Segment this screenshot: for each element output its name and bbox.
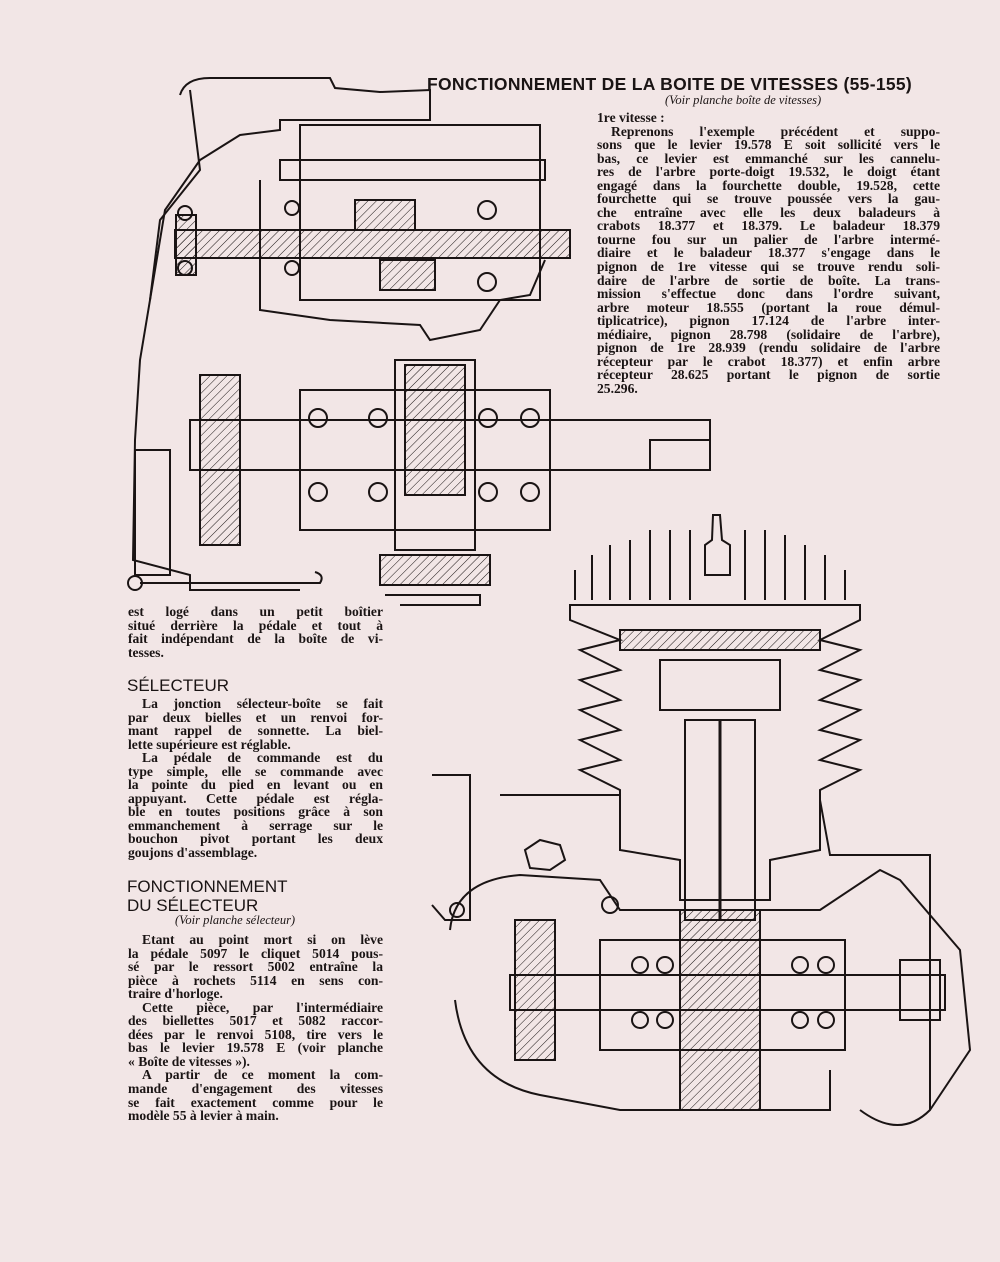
- text-line: goujons d'assemblage.: [128, 845, 258, 861]
- text-line: emmanchement à serrage sur le: [128, 817, 383, 833]
- text-line: récepteur par le crabot 18.377) et enfin…: [597, 353, 940, 369]
- heading-line: FONCTIONNEMENT: [127, 877, 288, 896]
- text-line: bas, ce levier est emmanché sur les cann…: [597, 150, 940, 166]
- text-line: sé par le ressort 5002 entraîne la: [128, 959, 383, 975]
- text-line: A partir de ce moment la com-: [142, 1067, 383, 1083]
- text-line: se fait exactement comme pour le: [128, 1094, 383, 1110]
- text-line: traire d'horloge.: [128, 986, 223, 1002]
- text-line: daire de l'arbre de sortie de boîte. La …: [597, 272, 940, 288]
- fonctionnement-section: Etant au point mort si on lève la pédale…: [128, 933, 383, 1123]
- engine-section-drawing: [431, 514, 972, 1126]
- text-line: pignon de 1re vitesse qui se trouve rend…: [597, 259, 940, 275]
- page-title: FONCTIONNEMENT DE LA BOITE DE VITESSES (…: [427, 74, 913, 94]
- text-line: modèle 55 à levier à main.: [128, 1108, 279, 1124]
- text-line: che entraîne avec elle les deux baladeur…: [597, 204, 940, 220]
- text-line: mission s'effectue donc dans l'ordre sui…: [597, 286, 940, 302]
- text-line: tourne fou sur un palier de l'arbre inte…: [597, 231, 940, 247]
- first-gear-section: 1re vitesse : Reprenons l'exemple précéd…: [597, 111, 940, 395]
- heading-line: DU SÉLECTEUR: [127, 896, 259, 915]
- fonctionnement-subtitle: (Voir planche sélecteur): [175, 913, 296, 927]
- text-line: appuyant. Cette pédale est régla-: [128, 790, 383, 806]
- text-line: la pédale 5097 le cliquet 5014 pous-: [128, 945, 383, 961]
- text-line: récepteur 28.625 portant le pignon de so…: [597, 367, 940, 383]
- text-line: mant rappel de sonnette. La biel-: [128, 723, 383, 739]
- text-line: res de l'arbre porte-doigt 19.532, le do…: [597, 164, 940, 180]
- text-line: type simple, elle se commande avec: [128, 763, 383, 779]
- gearbox-section-drawing: [127, 77, 711, 606]
- text-line: engagé dans la fourchette double, 19.528…: [597, 177, 940, 193]
- text-line: situé derrière la pédale et tout à: [128, 617, 383, 633]
- section-heading: 1re vitesse :: [597, 110, 665, 125]
- text-line: fait indépendant de la boîte de vi-: [128, 631, 383, 647]
- text-line: pièce à rochets 5114 en sens con-: [128, 972, 383, 988]
- text-line: crabots 18.377 et 18.379. Le baladeur 18…: [597, 218, 940, 234]
- text-line: lette supérieure est réglable.: [128, 736, 291, 752]
- text-line: Reprenons l'exemple précédent et suppo-: [611, 123, 940, 139]
- text-line: « Boîte de vitesses »).: [128, 1053, 250, 1069]
- text-line: médiaire, pignon 28.798 (solidaire de l'…: [597, 326, 940, 342]
- text-line: diaire et le baladeur 18.377 s'engage da…: [597, 245, 940, 261]
- text-line: fourchette qui se trouve poussée vers la…: [597, 191, 940, 207]
- text-line: Cette pièce, par l'intermédiaire: [142, 999, 383, 1015]
- intro-paragraph: est logé dans un petit boîtier situé der…: [128, 605, 383, 659]
- text-line: par deux bielles et un renvoi for-: [128, 709, 383, 725]
- fonctionnement-heading: FONCTIONNEMENT DU SÉLECTEUR: [127, 877, 288, 915]
- text-line: La jonction sélecteur-boîte se fait: [142, 696, 383, 711]
- page-subtitle: (Voir planche boîte de vitesses): [665, 93, 822, 107]
- text-line: mande d'engagement des vitesses: [128, 1081, 383, 1097]
- text-line: ble en toutes positions grâce à son: [128, 804, 383, 820]
- text-line: arbre moteur 18.555 (portant la roue dém…: [597, 299, 940, 315]
- text-line: sons que le levier 19.578 E soit sollici…: [597, 137, 940, 153]
- text-line: dées par le renvoi 5108, tire vers le: [128, 1026, 383, 1042]
- text-line: la pointe du pied en levant ou en: [128, 777, 383, 793]
- text-line: Etant au point mort si on lève: [142, 932, 383, 947]
- text-line: bouchon pivot portant les deux: [128, 831, 383, 847]
- text-line: tiplicatrice), pignon 17.124 de l'arbre …: [597, 313, 940, 329]
- text-line: est logé dans un petit boîtier: [128, 604, 383, 619]
- text-line: pignon de 1re 28.939 (rendu solidaire de…: [597, 340, 940, 356]
- text-line: La pédale de commande est du: [142, 750, 383, 766]
- selecteur-heading: SÉLECTEUR: [127, 676, 230, 695]
- text-line: des biellettes 5017 et 5082 raccor-: [128, 1013, 383, 1029]
- selecteur-section: La jonction sélecteur-boîte se fait par …: [128, 697, 383, 860]
- text-line: tesses.: [128, 644, 164, 660]
- text-line: 25.296.: [597, 380, 638, 396]
- text-line: bas le levier 19.578 E (voir planche: [128, 1040, 383, 1056]
